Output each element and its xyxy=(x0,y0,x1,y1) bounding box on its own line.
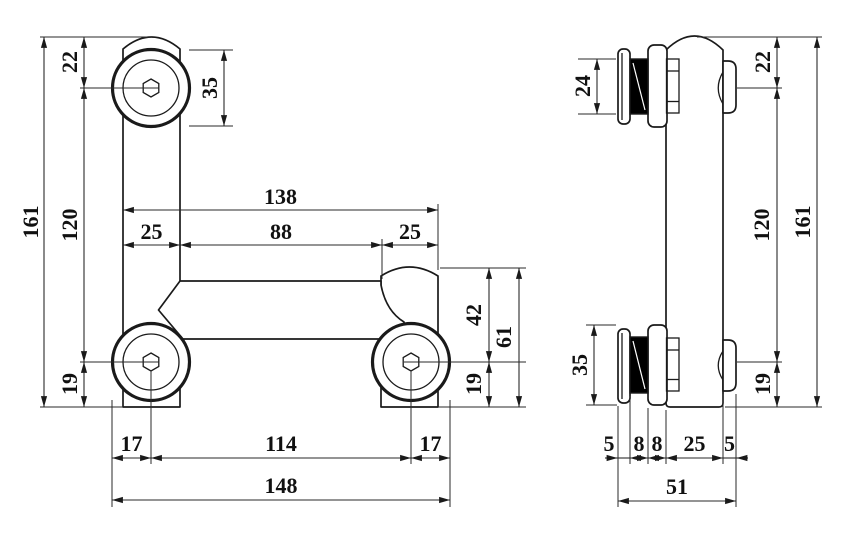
dim-center-spacing-vertical-front: 120 xyxy=(57,87,88,363)
dim-label-right-column-width: 25 xyxy=(399,219,421,244)
dim-label-top-offset-side: 22 xyxy=(750,51,775,73)
dim-bottom-offset-side: 19 xyxy=(750,361,781,408)
dim-bottom-offset-right: 19 xyxy=(461,361,493,408)
dim-label-top-width: 138 xyxy=(264,184,297,209)
dim-label-top-offset-front: 22 xyxy=(57,51,82,73)
dim-right-overall: 61 xyxy=(491,267,523,408)
dim-label-column-gap: 88 xyxy=(270,219,292,244)
dim-top-offset-front: 22 xyxy=(57,36,88,89)
clamp-flange xyxy=(617,328,631,404)
side-body xyxy=(665,35,724,408)
glass-clamp-top xyxy=(617,44,737,128)
dim-label-right-margin: 17 xyxy=(420,431,442,456)
dim-overall-width: 148 xyxy=(111,473,451,504)
dim-right-column-width: 25 xyxy=(381,219,439,249)
dim-clamp-height: 35 xyxy=(567,324,598,406)
dim-label-plate-width: 8 xyxy=(652,431,663,456)
glass-clamp-bottom xyxy=(617,324,737,406)
dim-overall-height-side: 161 xyxy=(790,36,821,408)
dim-center-distance: 114 xyxy=(150,431,412,462)
front-centerlines xyxy=(80,87,526,464)
wheel-edge xyxy=(722,339,737,392)
dim-label-right-top-to-center: 42 xyxy=(461,304,486,326)
dim-label-left-margin: 17 xyxy=(121,431,143,456)
dim-label-overall-depth: 51 xyxy=(666,474,688,499)
side-view: 24 35 22 120 19 161 xyxy=(567,35,822,507)
clamp-nut xyxy=(665,58,680,114)
dim-column-gap: 88 xyxy=(179,219,383,249)
wheel-edge xyxy=(722,60,737,114)
dim-label-flange-width: 5 xyxy=(604,431,615,456)
clamp-plate xyxy=(647,44,668,128)
crossbar xyxy=(157,280,408,340)
dim-label-center-spacing-vertical-front: 120 xyxy=(57,209,82,242)
wheel-arc xyxy=(717,350,724,381)
front-view: 161 22 120 19 35 138 25 88 xyxy=(18,36,526,507)
dim-label-roller-diameter: 35 xyxy=(197,77,222,99)
dim-left-margin: 17 xyxy=(111,431,152,462)
dim-label-center-distance: 114 xyxy=(265,431,297,456)
dim-label-glass-width: 8 xyxy=(634,431,645,456)
dim-depth-chain: 5 8 8 25 5 xyxy=(604,431,748,462)
dim-label-bottom-offset-left: 19 xyxy=(57,373,82,395)
dim-right-top-to-center: 42 xyxy=(461,267,493,363)
wheel-arc xyxy=(717,71,724,105)
dim-bottom-offset-left: 19 xyxy=(57,361,88,408)
dim-clamp-opening: 24 xyxy=(570,58,601,115)
dim-label-bottom-offset-right: 19 xyxy=(461,373,486,395)
dim-overall-height-front: 161 xyxy=(18,36,48,408)
clamp-plate xyxy=(647,324,668,406)
dim-label-clamp-opening: 24 xyxy=(570,75,595,97)
dim-label-overall-height-side: 161 xyxy=(790,206,815,239)
dim-top-width: 138 xyxy=(122,184,439,214)
clamp-flange xyxy=(617,48,631,125)
dim-right-margin: 17 xyxy=(410,431,451,462)
dim-label-center-spacing-vertical-side: 120 xyxy=(749,209,774,242)
dim-top-offset-side: 22 xyxy=(750,36,781,89)
dim-label-clamp-height: 35 xyxy=(567,354,592,376)
dim-label-wheel-protrusion: 5 xyxy=(724,431,735,456)
dim-center-spacing-vertical-side: 120 xyxy=(749,87,781,363)
dim-overall-depth: 51 xyxy=(617,474,737,505)
dim-label-bottom-offset-side: 19 xyxy=(750,373,775,395)
dim-label-right-overall: 61 xyxy=(491,326,516,348)
clamp-nut xyxy=(665,337,680,392)
dim-roller-diameter: 35 xyxy=(197,49,228,127)
dim-label-overall-width: 148 xyxy=(265,473,298,498)
dim-label-left-column-width: 25 xyxy=(141,219,163,244)
dim-label-overall-height-front: 161 xyxy=(18,206,43,239)
dim-left-column-width: 25 xyxy=(122,219,181,249)
dim-label-body-depth: 25 xyxy=(684,431,706,456)
